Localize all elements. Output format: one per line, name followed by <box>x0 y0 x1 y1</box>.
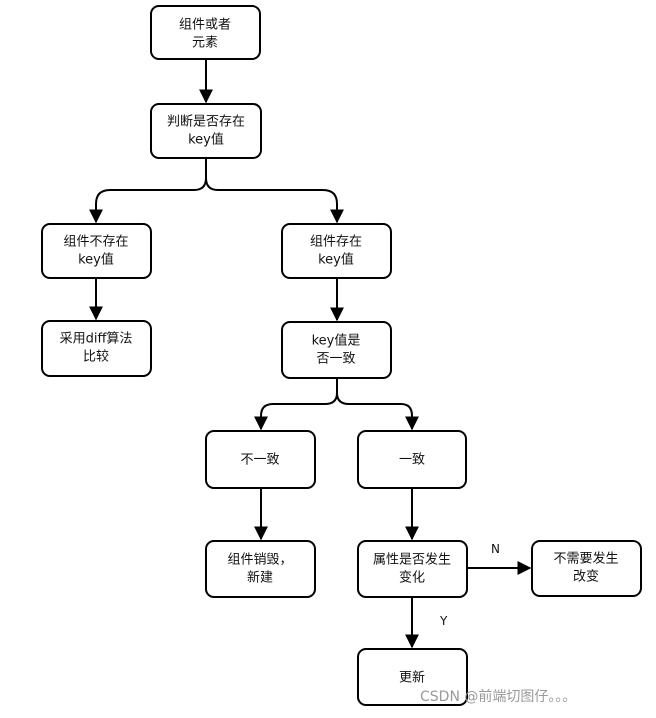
svg-text:变化: 变化 <box>399 570 425 586</box>
edges <box>89 59 532 649</box>
edge-key-same-to-consistent <box>336 392 419 431</box>
svg-text:比较: 比较 <box>83 350 109 365</box>
node-update: 更新 <box>357 648 468 706</box>
edge-judge-to-no-key <box>89 158 207 224</box>
svg-text:新建: 新建 <box>247 570 273 586</box>
svg-text:key值: key值 <box>188 132 224 148</box>
edge-judge-to-has-key <box>205 177 344 224</box>
svg-text:更新: 更新 <box>399 670 425 686</box>
svg-text:改变: 改变 <box>573 569 599 585</box>
node-judge-key-exists: 判断是否存在 key值 <box>150 103 262 159</box>
svg-text:组件不存在: 组件不存在 <box>63 235 128 250</box>
svg-text:元素: 元素 <box>192 36 218 51</box>
node-consistent: 一致 <box>357 430 467 489</box>
svg-text:采用diff算法: 采用diff算法 <box>60 332 133 347</box>
svg-text:组件销毁，: 组件销毁， <box>227 553 292 568</box>
node-no-change: 不需要发生 改变 <box>531 540 642 597</box>
svg-text:key值: key值 <box>78 252 114 268</box>
node-has-key: 组件存在 key值 <box>281 223 392 279</box>
svg-text:不需要发生: 不需要发生 <box>553 551 618 567</box>
svg-text:否一致: 否一致 <box>316 352 355 367</box>
svg-text:key值: key值 <box>318 252 354 268</box>
svg-text:组件存在: 组件存在 <box>310 235 362 250</box>
node-inconsistent: 不一致 <box>205 430 316 489</box>
svg-text:key值是: key值是 <box>312 333 361 349</box>
svg-text:判断是否存在: 判断是否存在 <box>167 115 245 130</box>
node-component-or-element: 组件或者 元素 <box>150 5 261 60</box>
node-destroy-new: 组件销毁， 新建 <box>205 540 316 598</box>
node-attr-changed: 属性是否发生 变化 <box>357 540 468 598</box>
node-diff-compare: 采用diff算法 比较 <box>41 320 152 377</box>
node-no-key: 组件不存在 key值 <box>41 223 152 279</box>
svg-text:组件或者: 组件或者 <box>179 18 231 33</box>
edge-label-n: N <box>491 542 500 556</box>
svg-text:属性是否发生: 属性是否发生 <box>373 552 451 568</box>
watermark: CSDN @前端切图仔。。。 <box>420 689 577 705</box>
svg-text:不一致: 不一致 <box>240 453 279 468</box>
svg-text:一致: 一致 <box>399 453 425 468</box>
edge-key-same-to-inconsistent <box>254 378 338 431</box>
edge-label-y: Y <box>439 614 448 628</box>
node-key-same: key值是 否一致 <box>281 321 392 379</box>
